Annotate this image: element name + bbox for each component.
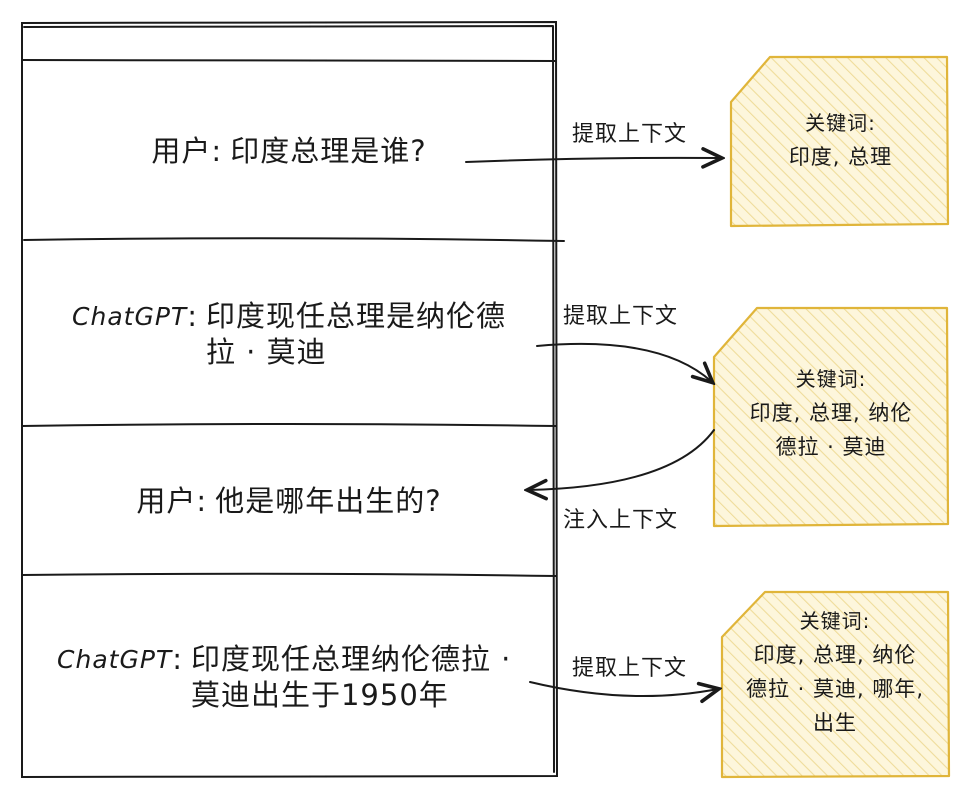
turn-divider-3 <box>21 572 557 577</box>
speaker-chatgpt: ChatGPT <box>72 301 188 331</box>
note-title: 关键词: <box>799 609 871 633</box>
extract-label-3: 提取上下文 <box>572 656 688 681</box>
turn-divider-2 <box>21 423 557 427</box>
turn-user-1: 用户: 印度总理是谁? <box>151 133 427 168</box>
turn-divider-1 <box>23 237 565 242</box>
extract-arrow-3 <box>529 681 718 696</box>
turn-chatgpt-2: ChatGPT: 印度现任总理纳伦德拉 · 莫迪出生于1950年 <box>22 578 556 776</box>
speaker-user: 用户 <box>136 484 197 519</box>
inject-arrow <box>528 429 715 490</box>
keyword-note-1-shape <box>729 55 950 228</box>
header-divider <box>21 59 557 62</box>
speaker-user: 用户 <box>151 133 212 168</box>
message-text: 印度总理是谁? <box>230 133 427 168</box>
note-line: 德拉 · 莫迪 <box>775 435 887 459</box>
message-text: 印度现任总理是纳伦德拉 · 莫迪 <box>205 298 506 369</box>
turn-user-2: 用户: 他是哪年出生的? <box>136 484 442 519</box>
note-title: 关键词: <box>805 111 876 135</box>
extract-arrow-1 <box>465 158 721 162</box>
keyword-note-2-shape <box>712 306 950 528</box>
extract-label-2: 提取上下文 <box>563 304 679 329</box>
message-text: 他是哪年出生的? <box>215 484 442 519</box>
note-line: 印度, 总理 <box>788 145 893 169</box>
message-text: 印度现任总理纳伦德拉 · 莫迪出生于1950年 <box>190 641 512 712</box>
note-line: 出生 <box>813 711 857 735</box>
note-line: 印度, 总理, 纳伦 <box>753 643 917 667</box>
speaker-chatgpt: ChatGPT <box>57 644 173 674</box>
inject-label: 注入上下文 <box>563 508 679 533</box>
keyword-note-2: 关键词: 印度, 总理, 纳伦 德拉 · 莫迪 <box>718 362 944 464</box>
conversation-frame <box>21 20 565 779</box>
keyword-note-3-shape <box>720 590 951 779</box>
turn-chatgpt-1: ChatGPT: 印度现任总理是纳伦德拉 · 莫迪 <box>72 298 506 369</box>
note-line: 德拉 · 莫迪, 哪年, <box>745 677 925 701</box>
extract-label-1: 提取上下文 <box>572 122 688 147</box>
note-line: 印度, 总理, 纳伦 <box>749 401 913 425</box>
extract-arrow-2 <box>536 342 712 382</box>
keyword-note-1: 关键词: 印度, 总理 <box>738 106 943 174</box>
keyword-note-3: 关键词: 印度, 总理, 纳伦 德拉 · 莫迪, 哪年, 出生 <box>724 604 946 740</box>
note-title: 关键词: <box>795 367 867 391</box>
